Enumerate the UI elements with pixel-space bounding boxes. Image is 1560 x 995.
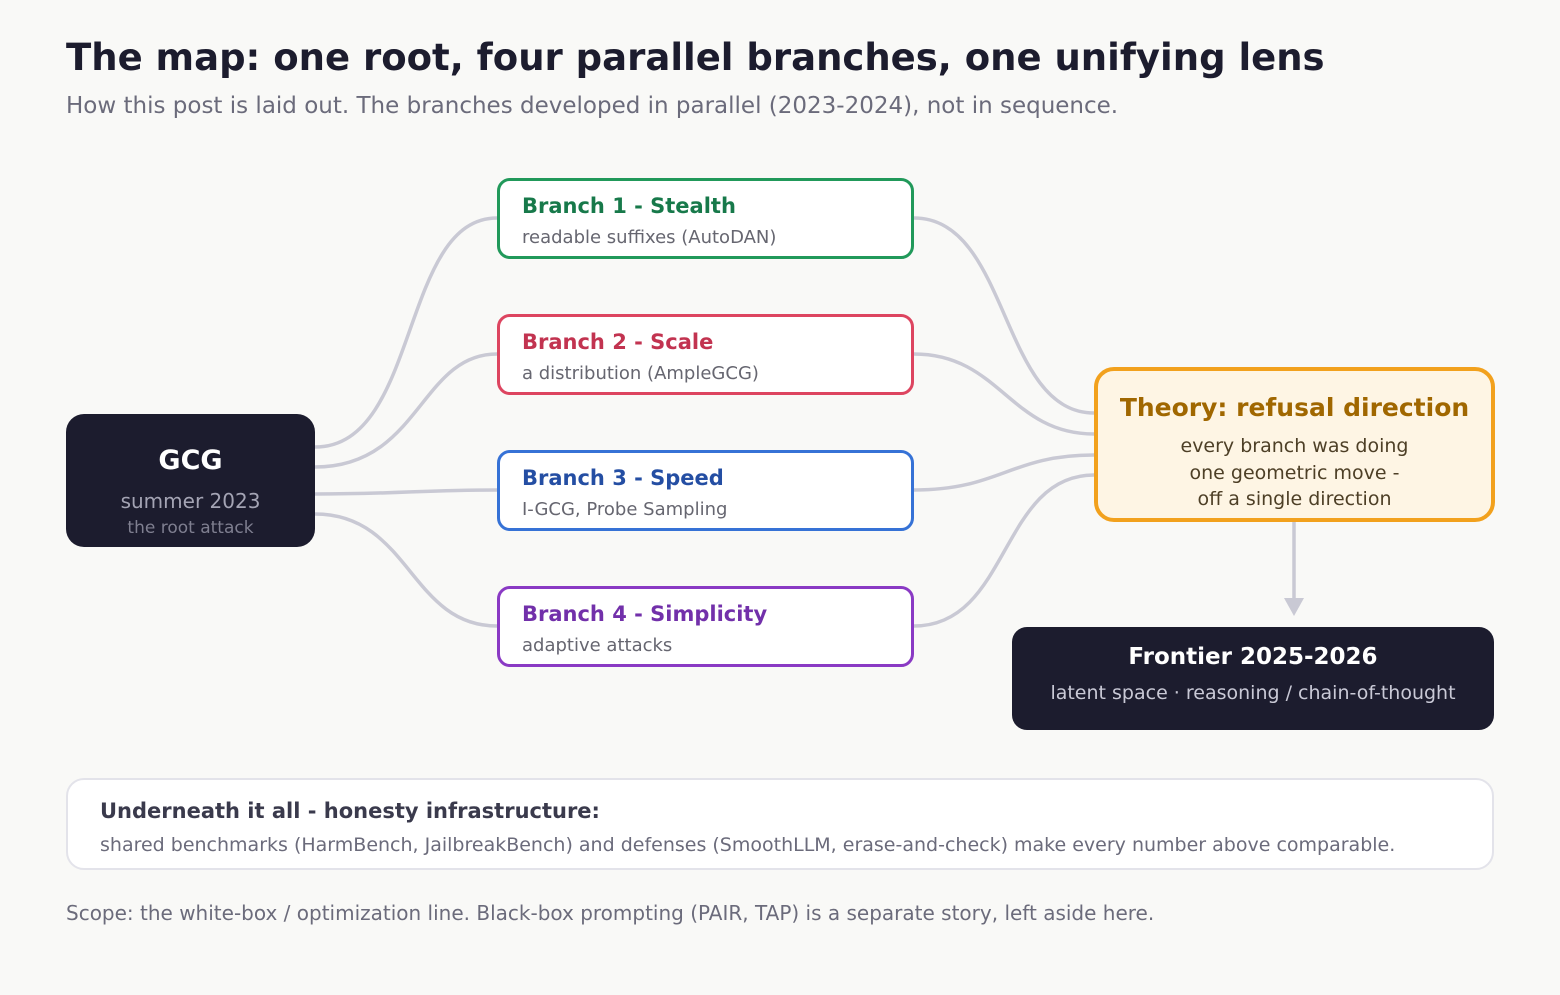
edge-branch-4-theory	[912, 473, 1096, 628]
theory-description: every branch was doing one geometric mov…	[1098, 433, 1491, 513]
edge-branch-3-theory	[912, 453, 1096, 492]
root-date: summer 2023	[120, 489, 261, 513]
branch-node-3: Branch 3 - Speed I-GCG, Probe Sampling	[497, 450, 914, 531]
edge-root-branch-4	[313, 512, 499, 628]
branch-title: Branch 2 - Scale	[522, 330, 714, 354]
root-title: GCG	[158, 445, 223, 476]
theory-line: one geometric move -	[1189, 461, 1400, 484]
page-title: The map: one root, four parallel branche…	[66, 36, 1325, 79]
scope-note: Scope: the white-box / optimization line…	[66, 901, 1155, 925]
infrastructure-panel: Underneath it all - honesty infrastructu…	[66, 778, 1494, 870]
branch-title: Branch 3 - Speed	[522, 466, 724, 490]
theory-line: every branch was doing	[1180, 435, 1409, 457]
frontier-node: Frontier 2025-2026 latent space · reason…	[1012, 627, 1494, 730]
theory-node: Theory: refusal direction every branch w…	[1094, 367, 1495, 522]
branch-title: Branch 1 - Stealth	[522, 194, 736, 218]
edge-branch-1-theory	[912, 216, 1096, 415]
branch-title: Branch 4 - Simplicity	[522, 602, 768, 626]
branch-node-2: Branch 2 - Scale a distribution (AmpleGC…	[497, 314, 914, 395]
edge-branch-2-theory	[912, 352, 1096, 436]
branch-desc: I-GCG, Probe Sampling	[522, 499, 728, 520]
edge-root-branch-2	[313, 352, 499, 469]
infrastructure-title: Underneath it all - honesty infrastructu…	[100, 799, 600, 823]
frontier-subtitle: latent space · reasoning / chain-of-thou…	[1050, 682, 1456, 704]
page-subtitle: How this post is laid out. The branches …	[66, 93, 1119, 119]
theory-title: Theory: refusal direction	[1119, 393, 1470, 422]
branch-desc: readable suffixes (AutoDAN)	[522, 227, 777, 248]
theory-line: off a single direction	[1197, 488, 1392, 510]
root-caption: the root attack	[127, 518, 254, 538]
edge-root-branch-3	[313, 488, 499, 496]
edge-root-branch-1	[313, 216, 499, 449]
branch-desc: a distribution (AmpleGCG)	[522, 363, 759, 384]
branch-node-1: Branch 1 - Stealth readable suffixes (Au…	[497, 178, 914, 259]
root-node-gcg: GCG summer 2023 the root attack	[66, 414, 315, 547]
branch-node-4: Branch 4 - Simplicity adaptive attacks	[497, 586, 914, 667]
infrastructure-description: shared benchmarks (HarmBench, JailbreakB…	[100, 834, 1396, 856]
arrowhead-icon	[1284, 598, 1304, 616]
branch-desc: adaptive attacks	[522, 635, 673, 656]
frontier-title: Frontier 2025-2026	[1128, 644, 1378, 670]
